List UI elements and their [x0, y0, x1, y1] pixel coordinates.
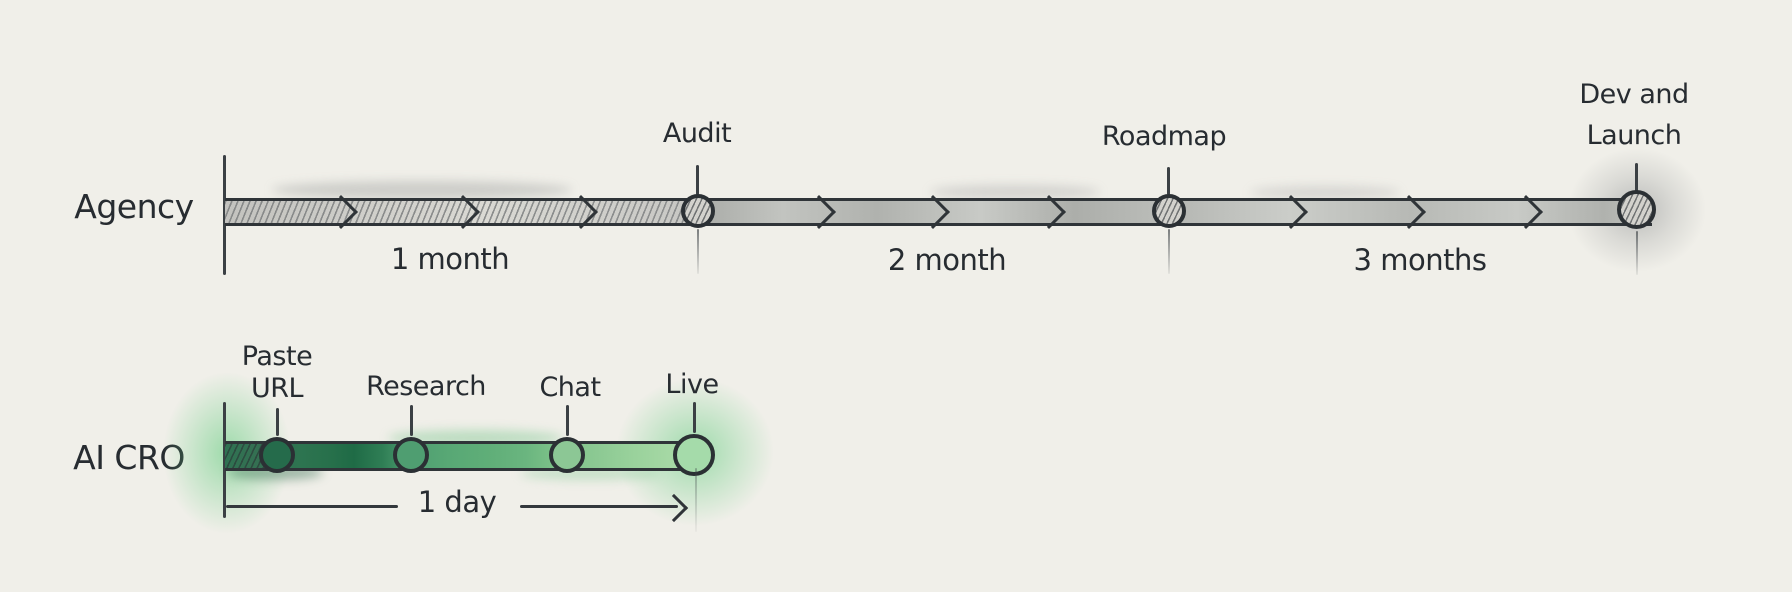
- agency-duration-3: 3 months: [1353, 243, 1487, 277]
- agency-duration-1: 1 month: [390, 242, 510, 276]
- one-day-line-left: [226, 505, 398, 508]
- dev-launch-milestone-dot: [1617, 190, 1656, 229]
- audit-tick-below: [697, 229, 699, 274]
- chat-tick-above: [566, 405, 569, 436]
- paste-url-label-line2: URL: [250, 373, 304, 404]
- live-milestone-dot: [673, 434, 715, 476]
- live-milestone-label: Live: [665, 369, 719, 400]
- agency-bar-segment-1: [225, 201, 698, 223]
- paste-url-label-line1: Paste: [241, 341, 313, 372]
- live-tick-above: [693, 402, 696, 433]
- one-day-end-tick: [695, 468, 697, 532]
- watercolor-smudge: [930, 185, 1100, 199]
- chat-milestone-label: Chat: [539, 372, 601, 403]
- research-milestone-dot: [393, 437, 429, 473]
- agency-duration-2: 2 month: [887, 243, 1007, 277]
- roadmap-tick-above: [1167, 167, 1170, 195]
- ai-cro-bar-fill: [225, 444, 702, 468]
- paste-url-tick-above: [276, 408, 279, 436]
- watercolor-smudge: [1250, 186, 1400, 199]
- dev-launch-tick-above: [1635, 163, 1638, 193]
- agency-bar-segment-2: [698, 201, 1169, 223]
- audit-milestone-dot: [681, 194, 715, 228]
- agency-bar-segment-3: [1169, 201, 1652, 223]
- dev-launch-milestone-label: Dev and Launch: [1579, 74, 1689, 156]
- ai-cro-start-tick: [223, 402, 226, 518]
- audit-tick-above: [696, 165, 699, 195]
- watercolor-smudge: [272, 181, 572, 199]
- research-milestone-label: Research: [366, 371, 486, 402]
- one-day-line-right: [520, 505, 678, 508]
- paste-url-milestone-label: Paste URL: [241, 341, 313, 405]
- ai-cro-timeline-bar: [225, 441, 702, 471]
- dev-launch-label-line2: Launch: [1586, 120, 1682, 151]
- roadmap-milestone-label: Roadmap: [1101, 121, 1227, 152]
- agency-start-tick: [223, 155, 226, 275]
- paste-url-milestone-dot: [259, 437, 295, 473]
- agency-timeline-bar: [225, 198, 1652, 226]
- research-tick-above: [410, 405, 413, 436]
- dev-launch-tick-below: [1636, 231, 1638, 275]
- one-day-duration-label: 1 day: [417, 485, 497, 519]
- agency-row-label: Agency: [74, 187, 194, 226]
- dev-launch-label-line1: Dev and: [1579, 79, 1689, 110]
- chat-milestone-dot: [549, 437, 585, 473]
- audit-milestone-label: Audit: [662, 118, 732, 149]
- roadmap-tick-below: [1168, 229, 1170, 274]
- roadmap-milestone-dot: [1152, 194, 1186, 228]
